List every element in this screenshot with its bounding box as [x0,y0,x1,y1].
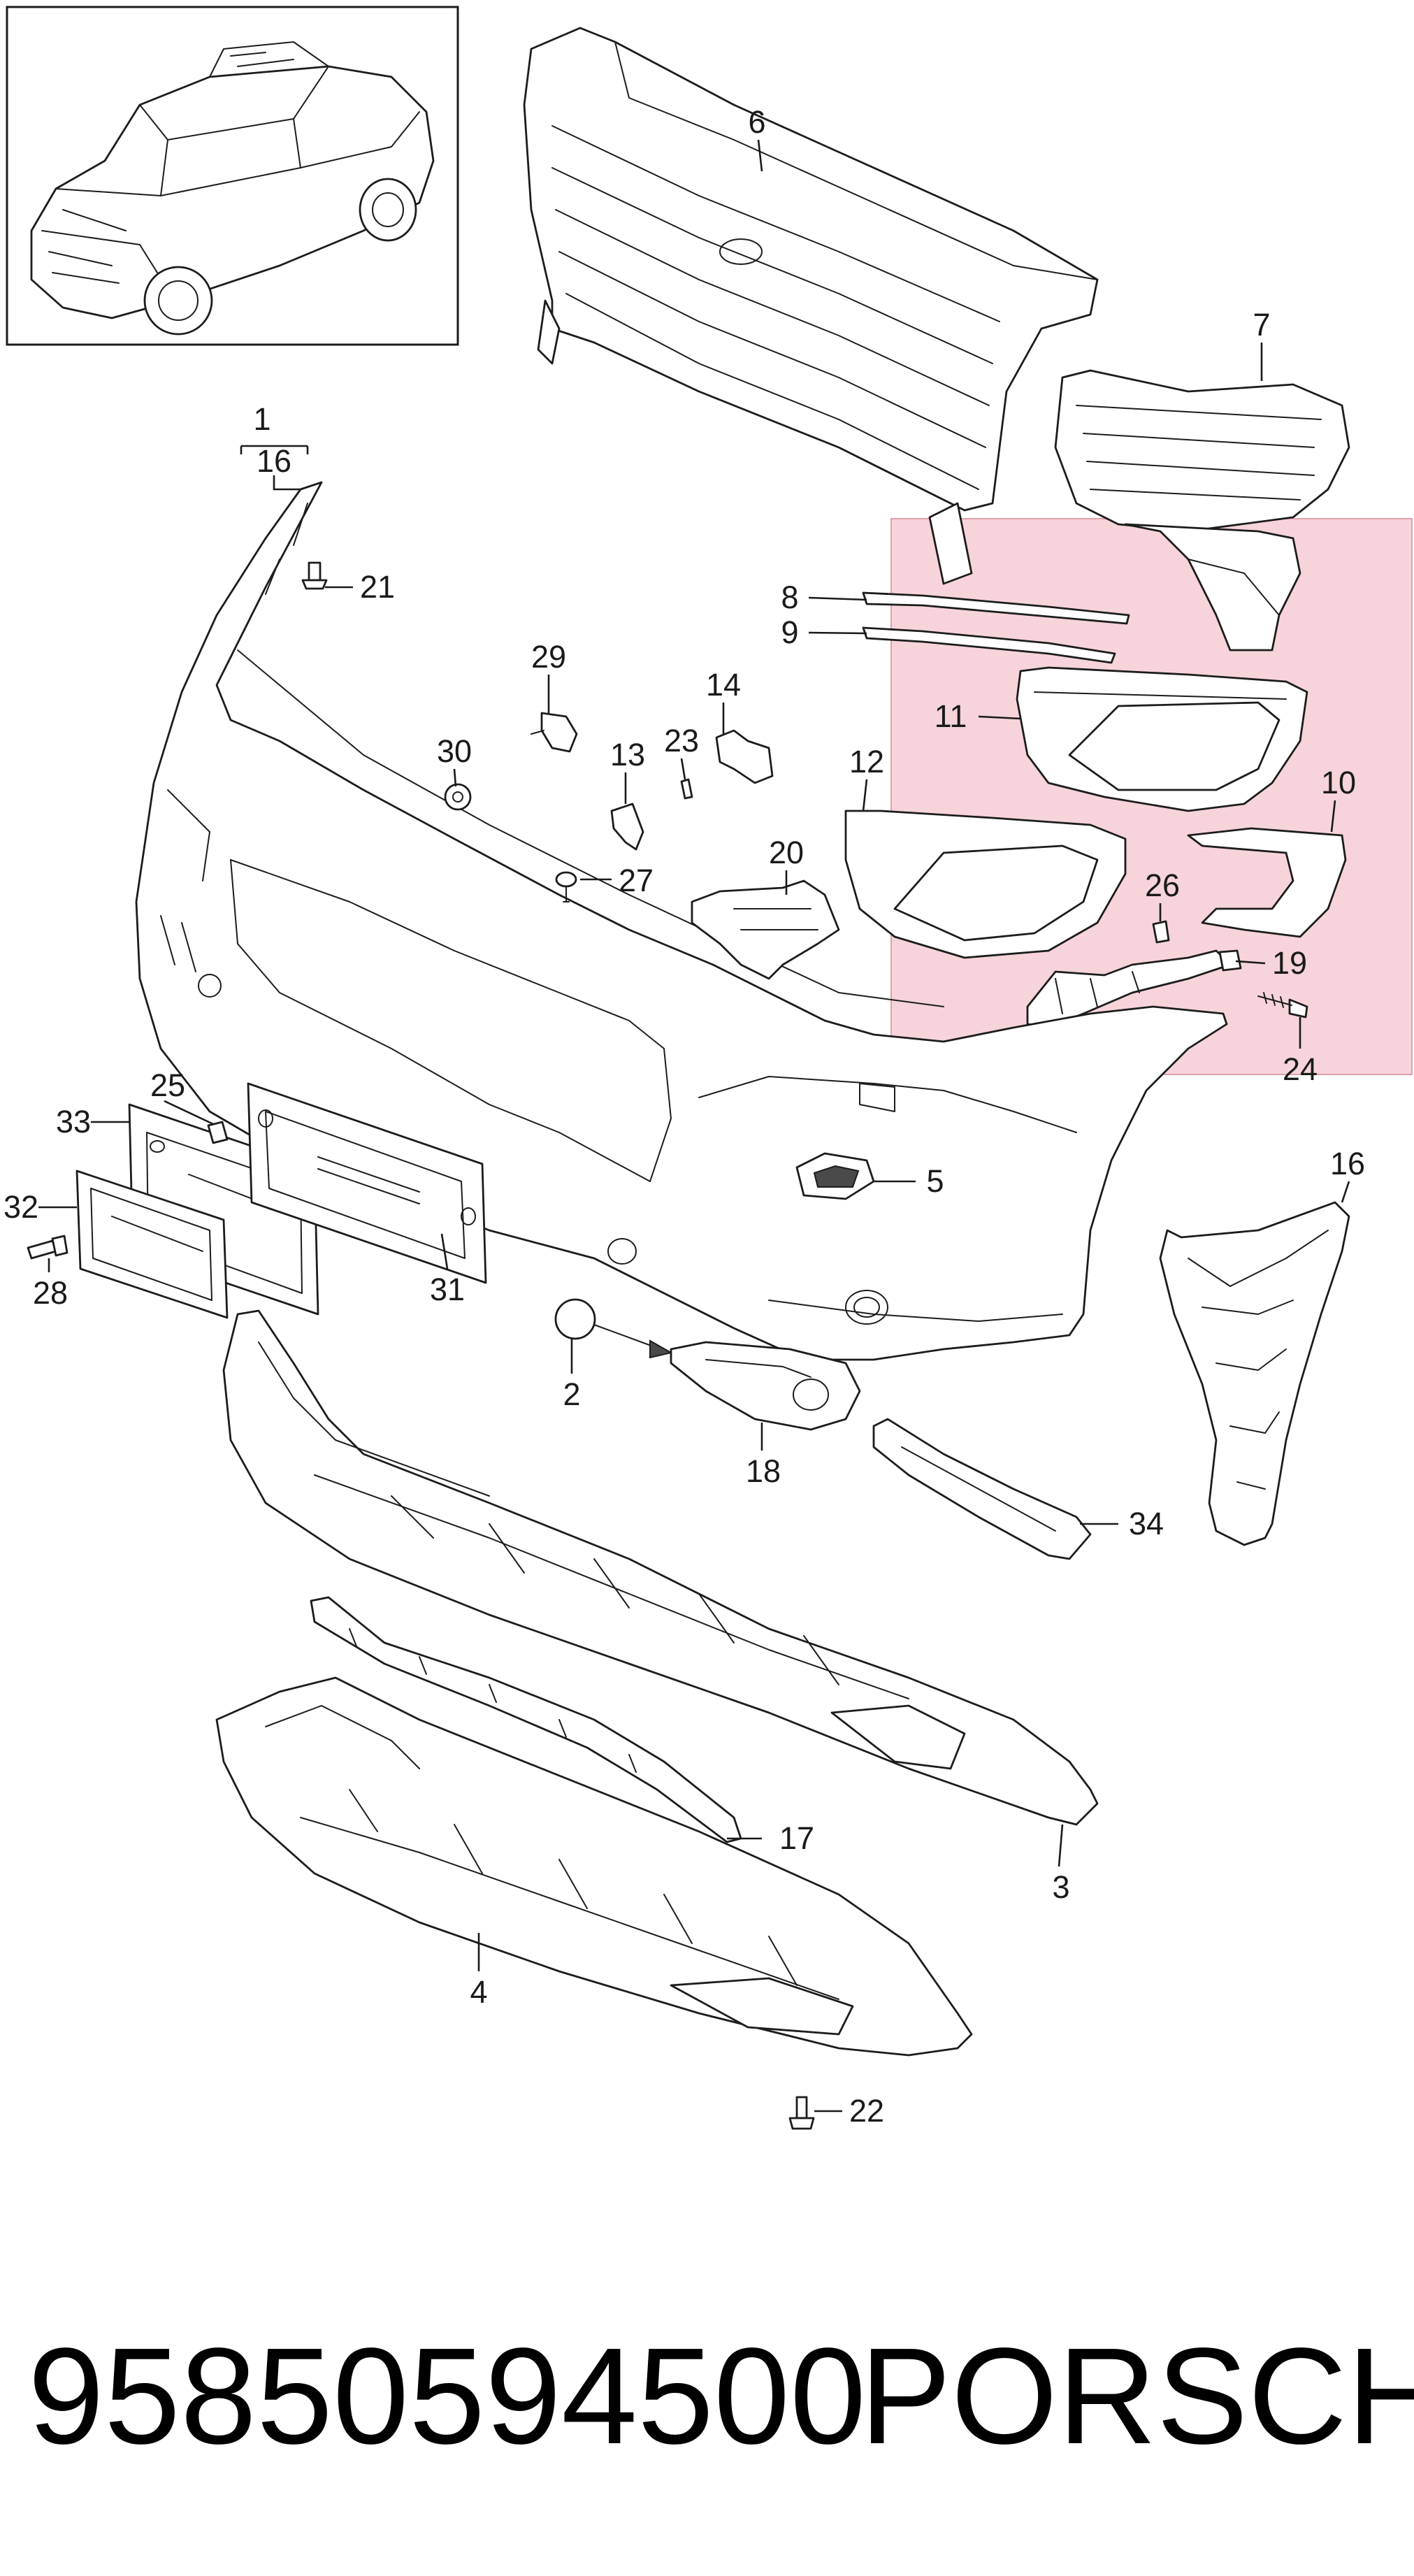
callout-29: 29 [531,639,566,675]
part-31-plate-carrier [247,1082,487,1284]
callout-1: 1 [253,401,270,437]
part-4-underbody-panel [215,1676,973,2057]
callout-11: 11 [935,698,967,734]
callout-12: 12 [849,744,884,779]
part-30-grommet [444,783,472,811]
callout-10: 10 [1321,765,1356,800]
part-32-plate-bracket [75,1170,229,1319]
callout-28: 28 [33,1275,68,1311]
part-3-lower-spoiler [222,1309,1099,1826]
part-21-screw [301,561,328,590]
part-20-bracket [691,879,840,980]
callout-21: 21 [360,569,395,605]
callout-16-side: 16 [1330,1146,1365,1181]
part-23-screw [680,778,693,800]
callout-33: 33 [56,1104,91,1139]
callout-30: 30 [437,733,472,769]
part-10-lamp-trim [1187,827,1347,938]
callout-4: 4 [470,1974,487,2010]
part-24-screw [1257,992,1308,1019]
part-2-cap [554,1298,673,1359]
part-11-lamp-trim [1016,666,1308,812]
callout-5: 5 [926,1163,944,1199]
callout-labels: 1 16 21 6 7 8 9 29 14 30 23 13 11 12 10 … [3,104,1365,2129]
part-13-clip [610,803,644,851]
vehicle-inset [6,6,459,346]
part-16-side-bracket [1159,1201,1350,1546]
footer-caption: 95850594500 PORSCHE [28,2319,1414,2473]
part-34-guide [872,1418,1092,1560]
callout-14: 14 [706,667,741,703]
callout-3: 3 [1052,1869,1069,1905]
callout-32: 32 [3,1189,38,1225]
callout-13: 13 [610,737,645,772]
brand-name: PORSCHE [860,2319,1414,2473]
callout-6: 6 [748,104,765,140]
callout-8: 8 [781,580,798,615]
part-8-trim-strip [862,591,1130,625]
callout-17: 17 [779,1820,814,1856]
part-29-sensor [531,712,578,753]
part-5-bezel [795,1152,875,1200]
part-9-trim-strip [862,626,1116,664]
leader-lines [38,139,1350,2113]
callout-2: 2 [563,1376,580,1412]
callout-22: 22 [849,2093,884,2129]
part-26-clip [1152,920,1170,944]
part-6-grille-carrier [523,27,1099,585]
callout-31: 31 [430,1272,465,1307]
callout-20: 20 [769,835,804,870]
part-22-screw [788,2096,815,2130]
callout-18: 18 [746,1453,781,1489]
callout-9: 9 [781,614,798,650]
part-12-lamp-trim [844,810,1127,959]
callout-26: 26 [1145,868,1180,903]
part-27-rivet [555,871,577,902]
callout-24: 24 [1283,1051,1318,1087]
callout-19: 19 [1272,945,1307,981]
callout-7: 7 [1253,307,1270,343]
part-14-clip [715,729,774,784]
callout-16-top: 16 [257,443,291,479]
part-7-side-grille [1054,369,1350,652]
callout-27: 27 [619,863,654,898]
callout-23: 23 [664,723,699,758]
part-number: 95850594500 [28,2319,866,2473]
callout-25: 25 [150,1067,185,1103]
part-25-screw [207,1121,229,1144]
callout-34: 34 [1129,1506,1164,1541]
part-18-foglamp-bezel [670,1341,861,1431]
part-28-screw [27,1235,68,1260]
